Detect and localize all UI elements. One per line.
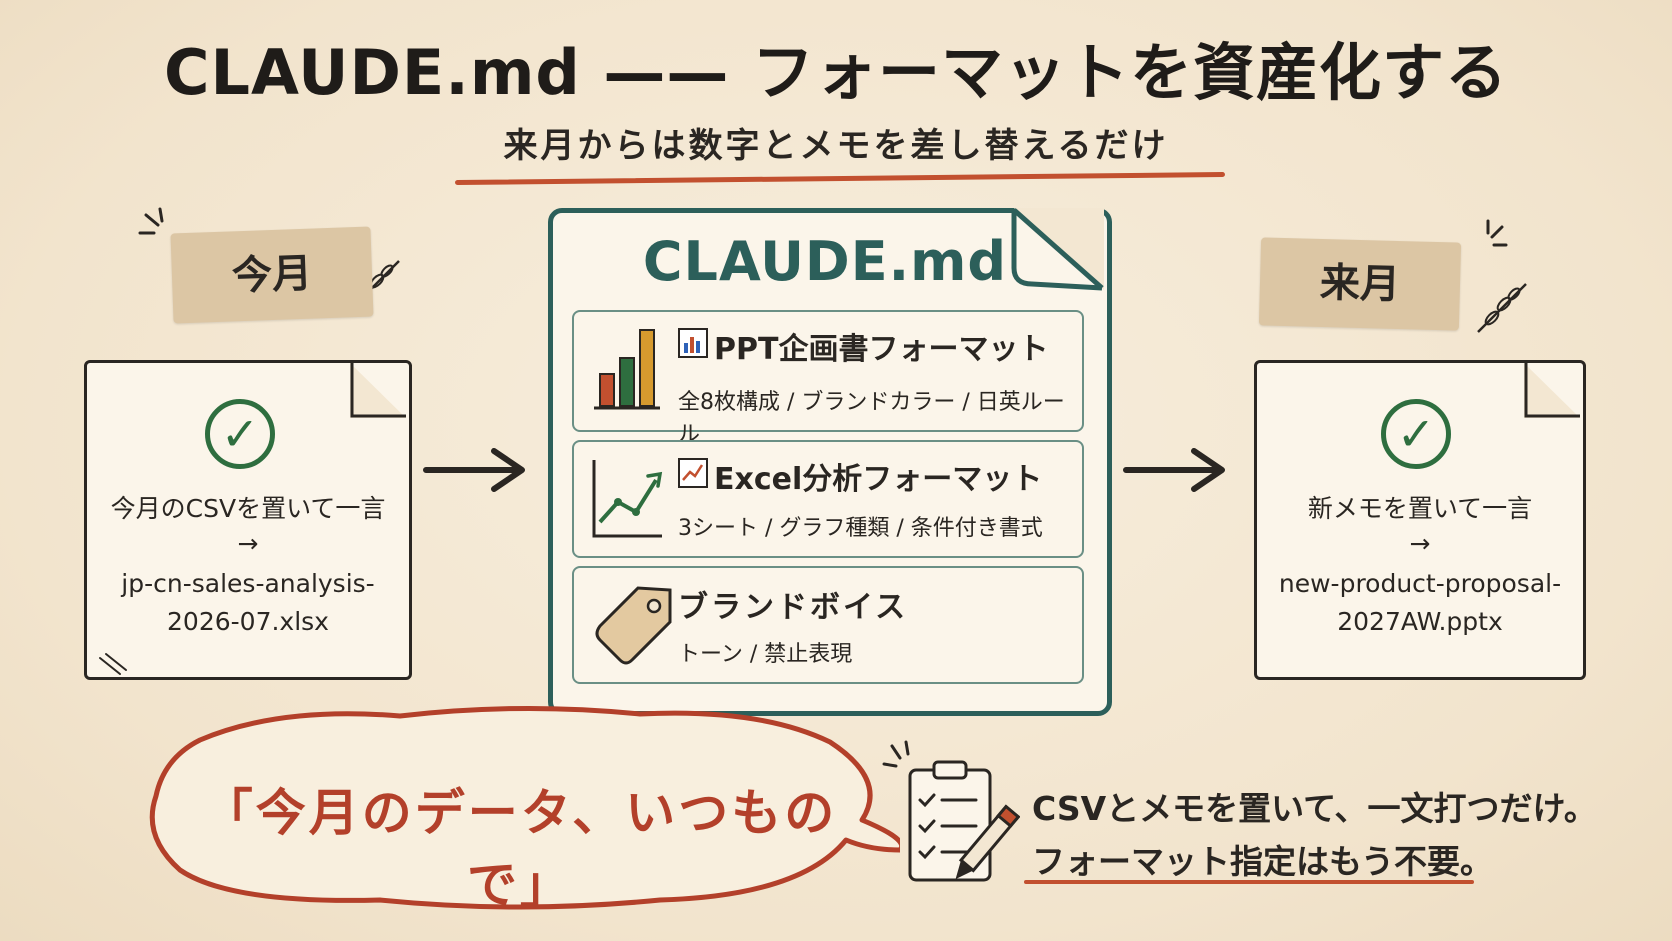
- claude-md-title: CLAUDE.md: [642, 230, 1008, 293]
- flow-arrow-icon: [1123, 448, 1225, 492]
- this-month-label: 今月: [170, 226, 374, 324]
- arrow-icon: →: [237, 529, 259, 558]
- speech-bubble: [149, 705, 900, 910]
- card-title: ブランドボイス: [678, 590, 909, 625]
- next-month-label: 来月: [1258, 237, 1462, 331]
- line-chart-icon: [592, 460, 663, 538]
- next-month-instruction: 新メモを置いて一言: [1307, 494, 1533, 523]
- next-month-document: ✓ 新メモを置いて一言 → new-product-proposal- 2027…: [1254, 360, 1586, 680]
- excel-format-card: Excel分析フォーマット 3シート / グラフ種類 / 条件付き書式: [572, 440, 1084, 558]
- flow-arrow-icon: [423, 448, 525, 492]
- bar-chart-icon: [594, 329, 660, 410]
- bubble-quote: 「今月のデータ、いつもので」: [202, 784, 838, 914]
- clipboard-icon: [882, 740, 1020, 882]
- leaf-sprig-icon: [1477, 283, 1527, 333]
- check-icon: ✓: [1381, 399, 1451, 469]
- page-fold-icon: [1011, 208, 1104, 291]
- check-icon: ✓: [205, 399, 275, 469]
- page-fold-icon: [1524, 362, 1580, 418]
- bottom-caption-line2: フォーマット指定はもう不要。: [1032, 842, 1494, 881]
- card-subtitle: トーン / 禁止表現: [678, 642, 853, 667]
- chart-emoji-icon: [678, 458, 708, 488]
- bottom-caption-line1: CSVとメモを置いて、一文打つだけ。: [1032, 789, 1597, 828]
- card-title: Excel分析フォーマット: [714, 462, 1043, 497]
- bottom-underline: [1024, 880, 1474, 884]
- card-subtitle: 全8枚構成 / ブランドカラー / 日英ルール: [678, 390, 1065, 447]
- page-title: CLAUDE.md —— フォーマットを資産化する: [164, 36, 1508, 109]
- next-month-filename-line2: 2027AW.pptx: [1337, 607, 1503, 636]
- this-month-filename-line1: jp-cn-sales-analysis-: [121, 569, 375, 598]
- page-subtitle: 来月からは数字とメモを差し替えるだけ: [503, 126, 1169, 166]
- page-fold-icon: [350, 362, 406, 418]
- tag-icon: [595, 586, 672, 665]
- this-month-instruction: 今月のCSVを置いて一言: [110, 494, 386, 523]
- ppt-format-card: PPT企画書フォーマット 全8枚構成 / ブランドカラー / 日英ルール: [572, 310, 1084, 447]
- next-month-filename-line1: new-product-proposal-: [1278, 569, 1562, 598]
- arrow-icon: →: [1409, 529, 1431, 558]
- scribble-mark: [99, 653, 127, 675]
- this-month-filename-line2: 2026-07.xlsx: [167, 607, 329, 636]
- card-title: PPT企画書フォーマット: [714, 332, 1049, 367]
- brand-voice-card: ブランドボイス トーン / 禁止表現: [572, 566, 1084, 684]
- sparkle-icon: [1486, 219, 1508, 247]
- card-subtitle: 3シート / グラフ種類 / 条件付き書式: [678, 516, 1043, 541]
- chart-emoji-icon: [678, 328, 708, 358]
- sparkle-icon: [138, 207, 164, 235]
